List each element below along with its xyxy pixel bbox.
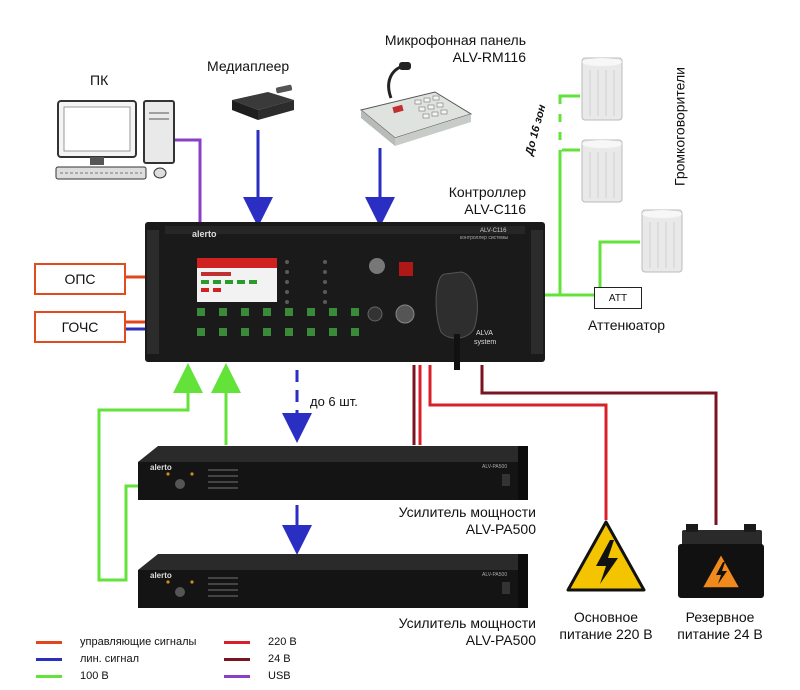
legend-item: управляющие сигналы [36,635,196,649]
v220-wire-main [428,365,608,520]
legend-label: 24 В [268,653,291,665]
usb-wire [170,138,202,222]
controller-label-1: Контроллер [448,184,526,200]
legend-item: 24 В [224,652,291,666]
ops-box: ОПС [34,263,126,295]
amp2-label-1: Усилитель мощности [398,615,536,631]
mic-panel-label-1: Микрофонная панель [384,32,526,48]
legend-item: 100 В [36,669,109,683]
gochs-label: ГОЧС [61,319,99,335]
controller-label-2: ALV-C116 [464,201,526,217]
gochs-box: ГОЧС [34,311,126,343]
amp1-model-text: ALV-PA500 [482,464,508,470]
speaker-icon [578,138,626,204]
media-player-label: Медиаплеер [207,58,290,74]
microphone-panel-icon [355,62,475,152]
amplifier-icon [138,446,538,500]
ops-label: ОПС [64,271,96,287]
controller-alva-text: ALVA [476,330,493,337]
up-to-6-label: до 6 шт. [310,394,358,409]
speaker-icon [578,56,626,122]
legend-item: 220 В [224,635,297,649]
att-box: ATT [594,287,642,309]
legend-label: 220 В [268,636,297,648]
legend-item: лин. сигнал [36,652,139,666]
controller-model-text: ALV-C116 [480,228,507,234]
legend-item: USB [224,669,291,683]
amp1-label-2: ALV-PA500 [465,521,536,537]
v24-wire-backup [480,365,718,525]
att-box-label: ATT [608,292,628,304]
amp2-label-2: ALV-PA500 [465,632,536,648]
main-power-label-1: Основное [573,609,639,625]
legend-label: управляющие сигналы [80,636,197,648]
mic-panel-label-2: ALV-RM116 [452,49,526,65]
main-power-label-2: питание 220 В [559,626,653,642]
speaker-icon [638,208,686,274]
high-voltage-icon [566,520,646,592]
controller-rack-icon [145,222,545,370]
media-player-icon [228,80,298,128]
legend-label: USB [268,670,291,682]
controller-system-text: system [474,339,497,346]
v100-wire-amp1 [97,363,203,582]
backup-power-label-1: Резервное [685,609,755,625]
legend-label: лин. сигнал [80,653,140,665]
amp2-model-text: ALV-PA500 [482,572,508,578]
amp1-brand: alerto [150,463,172,472]
backup-power-label-2: питание 24 В [677,626,763,642]
controller-sub-text: контроллер системы [460,235,509,241]
battery-icon [676,524,766,600]
controller-brand: alerto [192,229,217,239]
pc-label: ПК [90,72,109,88]
speakers-label: Громкоговорители [671,67,688,186]
amp2-brand: alerto [150,571,172,580]
amplifier-icon [138,554,538,608]
legend-label: 100 В [80,670,109,682]
pc-icon [50,95,180,185]
attenuator-label: Аттенюатор [588,317,666,333]
amp1-label-1: Усилитель мощности [398,504,536,520]
